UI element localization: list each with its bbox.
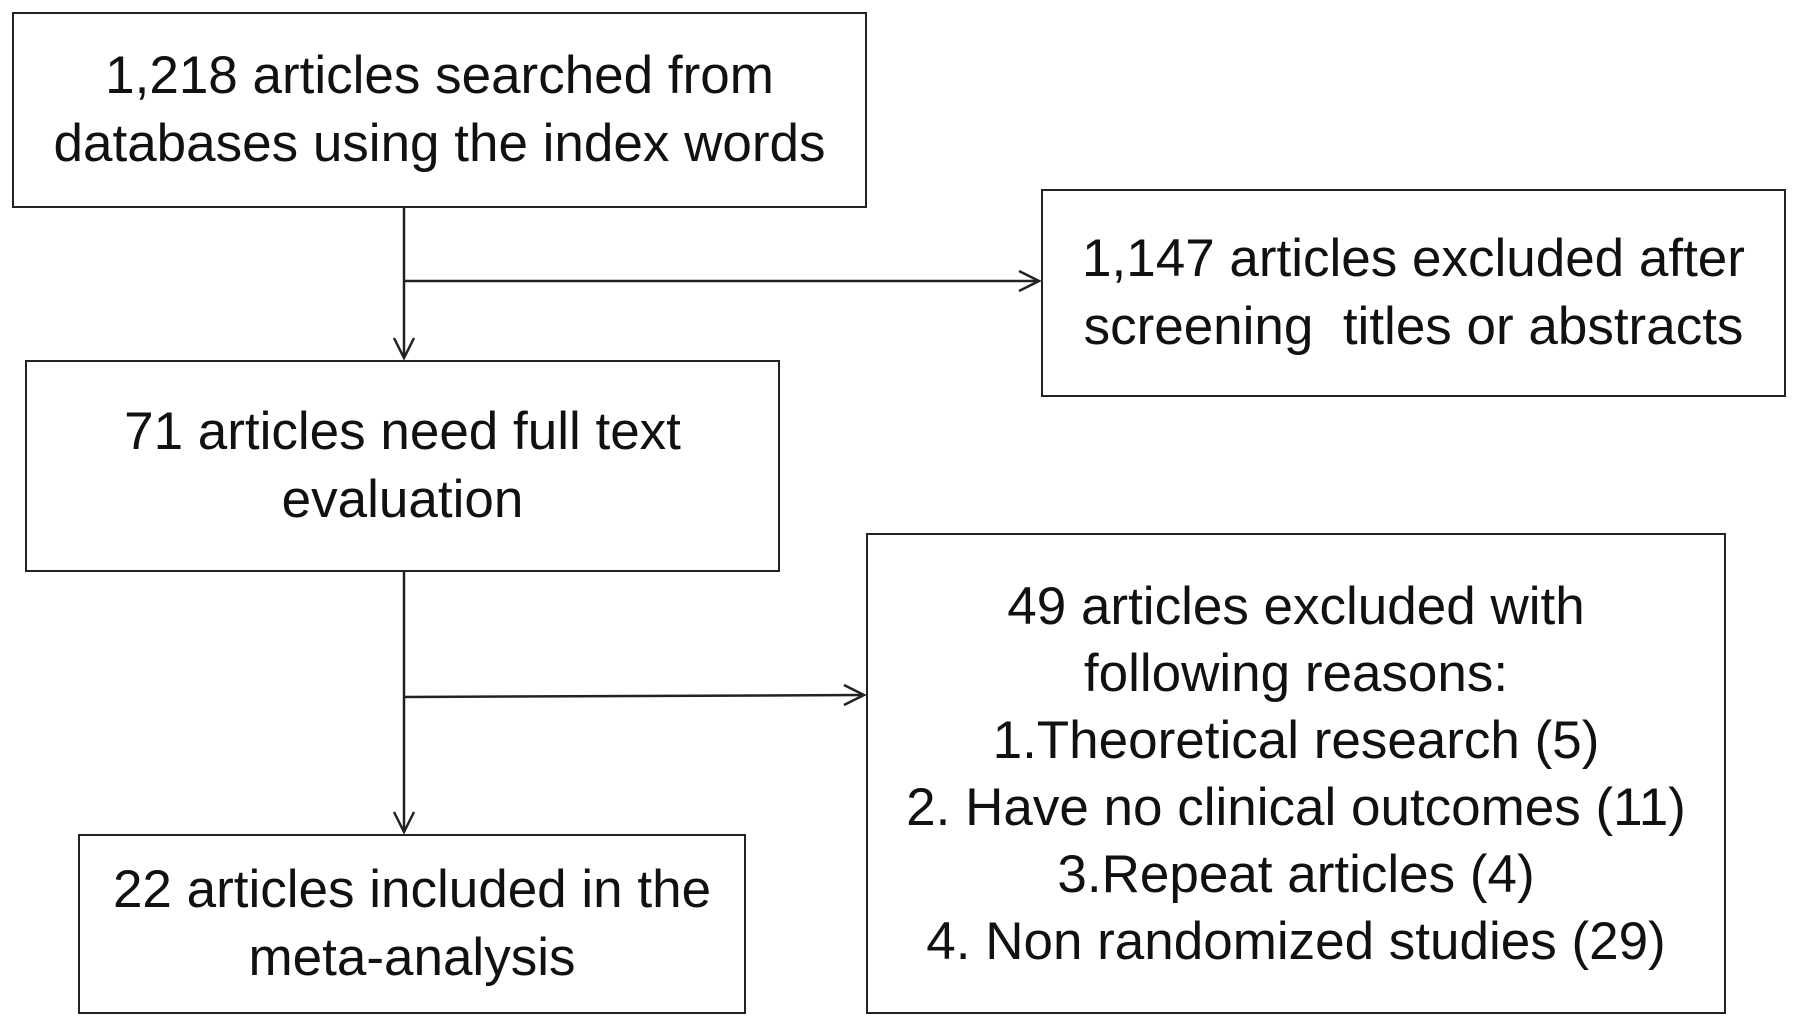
- included-line-1: 22 articles included in the: [112, 860, 712, 919]
- included-line-2: meta-analysis: [248, 928, 576, 987]
- full-text-line-2: evaluation: [281, 470, 524, 529]
- reason-item-non-randomized: 4. Non randomized studies (29): [926, 911, 1666, 971]
- search-box-line-1: 1,218 articles searched from: [105, 46, 774, 105]
- excluded-screening-box: 1,147 articles excluded after screening …: [1041, 189, 1786, 397]
- search-box-line-2: databases using the index words: [53, 114, 826, 173]
- full-text-box: 71 articles need full text evaluation: [25, 360, 780, 572]
- arrowhead-excluded-screening: [1018, 269, 1042, 293]
- excluded-screening-line-1: 1,147 articles excluded after: [1082, 229, 1745, 288]
- included-box: 22 articles included in the meta-analysi…: [78, 834, 746, 1014]
- arrowhead-excluded-reasons: [843, 683, 867, 707]
- connector-to-excluded-reasons: [403, 693, 865, 699]
- full-text-line-1: 71 articles need full text: [124, 402, 681, 461]
- arrowhead-fulltext: [392, 337, 416, 361]
- reason-item-no-outcomes: 2. Have no clinical outcomes (11): [906, 777, 1686, 837]
- excluded-screening-line-2: screening titles or abstracts: [1083, 297, 1744, 356]
- excluded-reasons-heading-1: 49 articles excluded with: [1007, 576, 1585, 636]
- excluded-reasons-box: 49 articles excluded with following reas…: [866, 533, 1726, 1014]
- arrowhead-included: [392, 811, 416, 835]
- reason-item-repeat: 3.Repeat articles (4): [1057, 844, 1535, 904]
- excluded-reasons-heading-2: following reasons:: [1083, 643, 1509, 703]
- reason-item-theoretical: 1.Theoretical research (5): [992, 710, 1600, 770]
- search-box: 1,218 articles searched from databases u…: [12, 12, 867, 208]
